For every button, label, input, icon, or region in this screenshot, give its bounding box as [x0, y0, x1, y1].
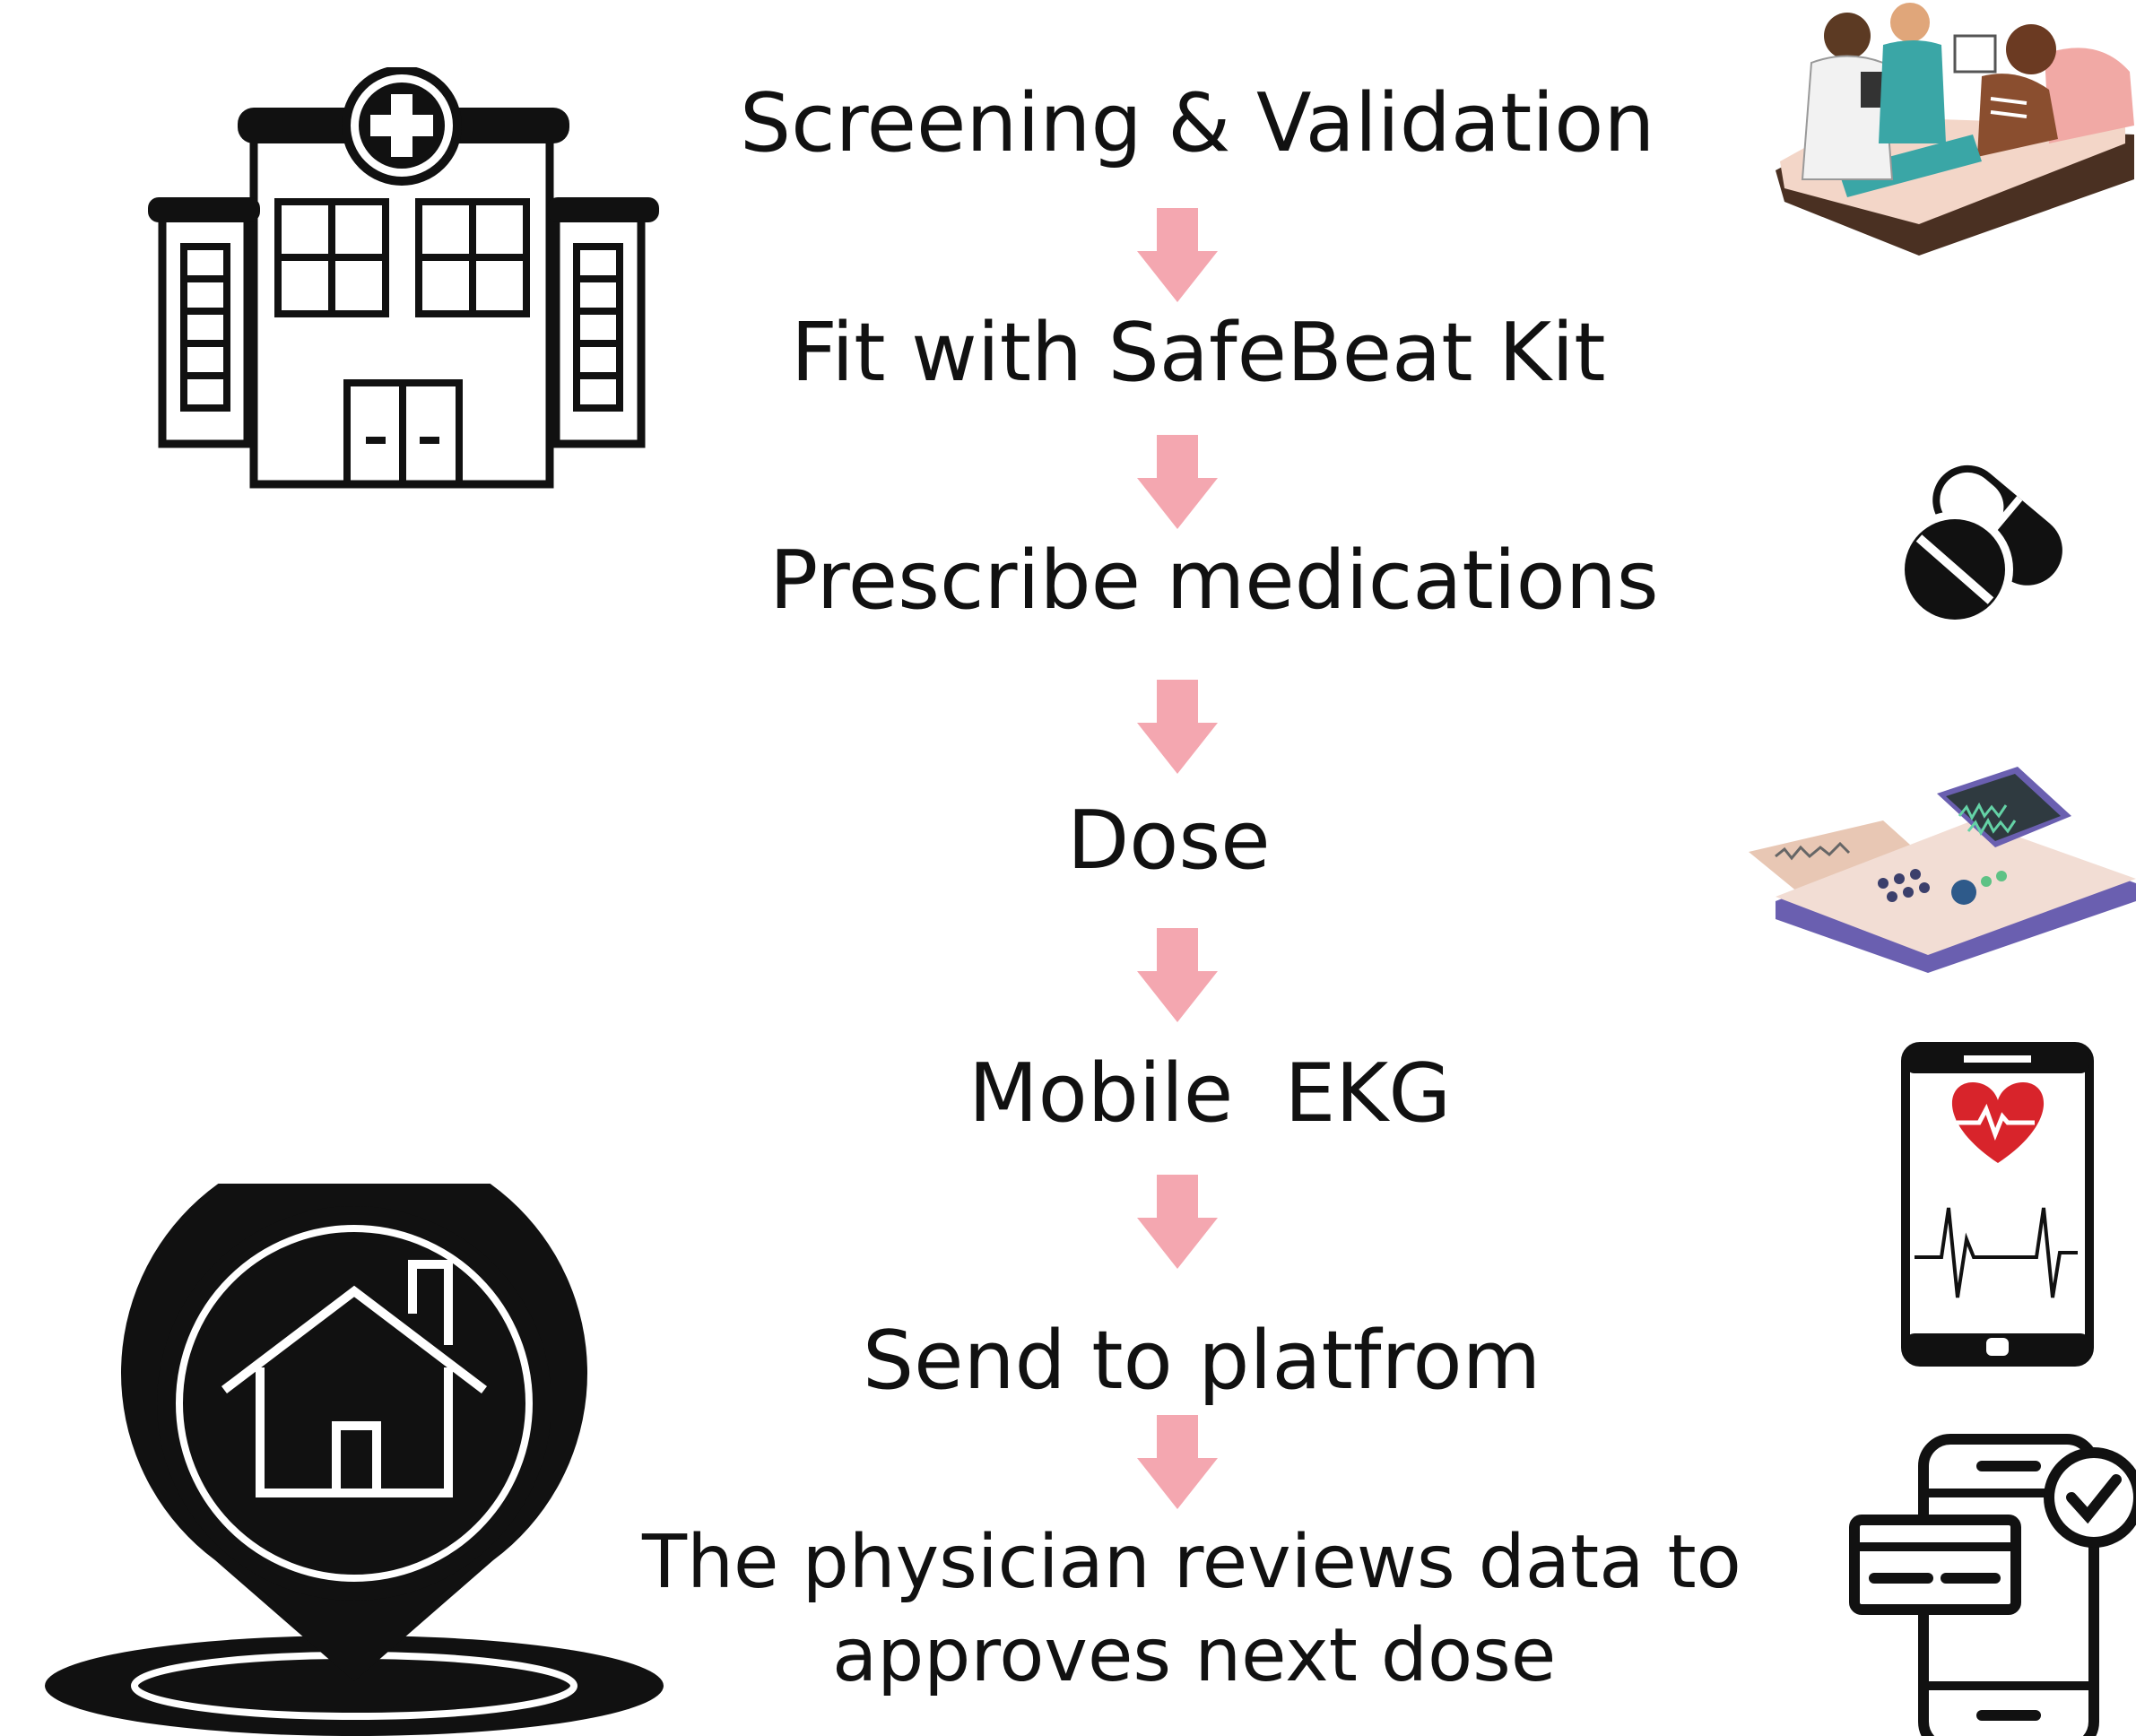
step-fit-kit: Fit with SafeBeat Kit: [791, 306, 1606, 400]
step-screening-validation: Screening & Validation: [740, 76, 1655, 170]
step-send-platform: Send to platfrom: [863, 1314, 1541, 1408]
down-arrow-icon: [1137, 1415, 1218, 1509]
down-arrow-icon: [1137, 1175, 1218, 1269]
down-arrow-icon: [1137, 208, 1218, 302]
down-arrow-icon: [1137, 928, 1218, 1022]
down-arrow-icon: [1137, 680, 1218, 774]
phone-card-check-icon: [1849, 1434, 2136, 1736]
hospital-icon: [148, 67, 659, 489]
step-physician-review-line1: The physician reviews data to: [642, 1520, 1741, 1605]
step-prescribe-medications: Prescribe medications: [769, 534, 1659, 628]
ekg-machine-illustration: [1749, 767, 2136, 973]
pills-icon: [1897, 464, 2062, 628]
step-mobile-ekg: Mobile EKG: [968, 1046, 1452, 1141]
doctor-patient-illustration: [1776, 3, 2134, 256]
phone-heart-icon: [1901, 1042, 2094, 1367]
step-dose: Dose: [1067, 794, 1271, 888]
home-location-icon: [45, 1184, 664, 1736]
down-arrow-icon: [1137, 435, 1218, 529]
step-physician-review-line2: approves next dose: [832, 1613, 1557, 1698]
